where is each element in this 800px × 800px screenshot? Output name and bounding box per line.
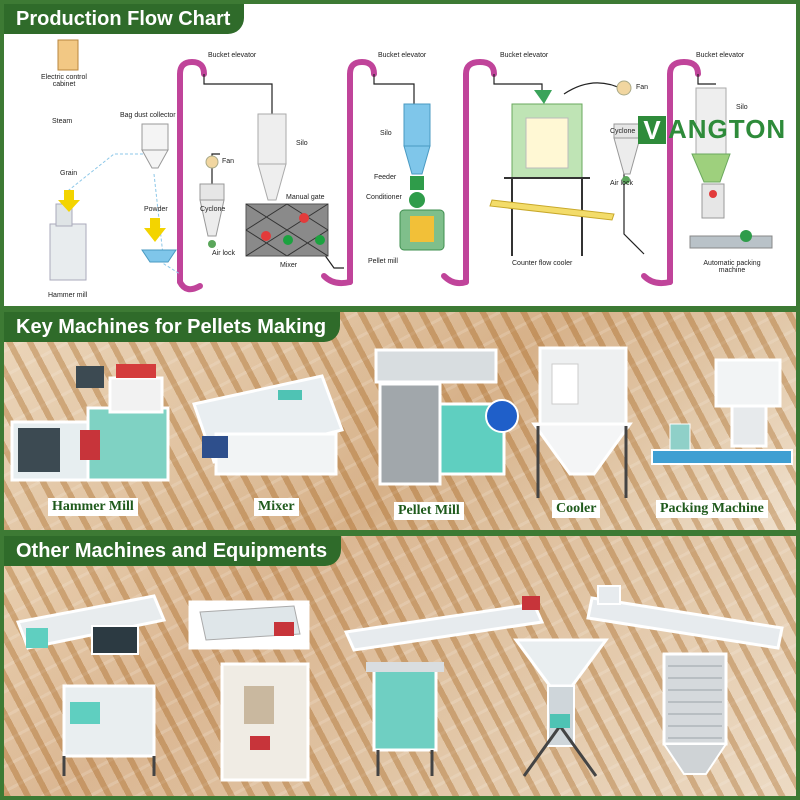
key-machine-label-hammer-mill: Hammer Mill — [48, 498, 138, 516]
other-machines-illustration — [15, 585, 784, 782]
label-mixer: Mixer — [280, 262, 298, 269]
label-bucket-elevator-2: Bucket elevator — [378, 52, 427, 59]
cooler-machine — [531, 346, 633, 498]
label-fan-1: Fan — [222, 158, 235, 165]
flow-chart-panel: Production Flow Chart V ANGTON Electric … — [4, 4, 796, 306]
chain-conveyor-machine — [343, 596, 545, 652]
pulse-dust-collector-machine — [366, 662, 444, 776]
key-machine-label-pellet-mill: Pellet Mill — [394, 502, 464, 520]
label-automatic-packing-machine: Automatic packing machine — [703, 260, 761, 274]
label-hammer-mill: Hammer mill — [48, 292, 88, 299]
key-machine-label-mixer: Mixer — [254, 498, 299, 516]
label-bucket-elevator-1: Bucket elevator — [208, 52, 257, 59]
electric-cabinet-shape — [57, 39, 79, 71]
label-counter-flow-cooler: Counter flow cooler — [512, 260, 573, 267]
bucket-elevator-pipe-3 — [463, 58, 497, 285]
key-machine-label-cooler: Cooler — [552, 500, 601, 518]
label-conditioner: Conditioner — [366, 194, 402, 201]
bucket-elevator-pipe-1 — [177, 58, 207, 285]
label-pellet-mill: Pellet mill — [368, 258, 398, 265]
drum-precleaner-machine — [62, 684, 156, 776]
logo-text: ANGTON — [668, 114, 787, 144]
label-cyclone-2: Cyclone — [610, 128, 636, 135]
flow-chart-diagram — [49, 39, 773, 293]
logo-v-mark: V — [638, 115, 666, 144]
mixer-machine — [192, 374, 344, 476]
rotary-sifter-machine — [188, 600, 310, 650]
label-cyclone-1: Cyclone — [200, 206, 226, 213]
label-silo-1: Silo — [296, 140, 308, 147]
label-manual-gate: Manual gate — [286, 194, 325, 201]
screw-conveyor-machine — [15, 594, 167, 655]
label-electric-control-cabinet: Electric control cabinet — [41, 74, 87, 88]
label-feeder: Feeder — [374, 174, 397, 181]
packing-machine — [651, 358, 793, 465]
bucket-elevator-pipe-2 — [347, 58, 377, 285]
label-bucket-elevator-3: Bucket elevator — [500, 52, 549, 59]
label-powder: Powder — [144, 206, 168, 213]
label-bucket-elevator-4: Bucket elevator — [696, 52, 745, 59]
bucket-elevator-pipe-4 — [667, 58, 701, 285]
other-machines-panel: Other Machines and Equipments — [4, 536, 796, 796]
pellet-mill-machine — [374, 348, 519, 486]
label-bag-dust-collector: Bag dust collector — [120, 112, 176, 119]
label-steam: Steam — [52, 118, 73, 125]
label-silo-2: Silo — [380, 130, 392, 137]
key-machines-title: Key Machines for Pellets Making — [4, 312, 341, 342]
other-machines-title: Other Machines and Equipments — [4, 536, 342, 566]
label-silo-3: Silo — [736, 104, 748, 111]
label-fan-2: Fan — [636, 84, 649, 91]
vangton-logo: V ANGTON — [638, 114, 786, 145]
key-machine-label-packing-machine: Packing Machine — [656, 500, 768, 518]
cyclone-separator-machine — [513, 638, 609, 777]
hammer-mill-machine — [10, 364, 170, 482]
label-air-lock-2: Air lock — [610, 180, 633, 187]
label-grain: Grain — [60, 170, 78, 177]
stainless-silo-machine — [662, 652, 728, 775]
inclined-screw-conveyor-machine — [586, 585, 784, 650]
bucket-elevator-machine — [220, 662, 310, 782]
key-machines-illustration — [10, 346, 793, 498]
flow-chart-title: Production Flow Chart — [4, 4, 245, 34]
key-machines-panel: Key Machines for Pellets Making Hammer M… — [4, 312, 796, 530]
label-air-lock-1: Air lock — [212, 250, 235, 257]
